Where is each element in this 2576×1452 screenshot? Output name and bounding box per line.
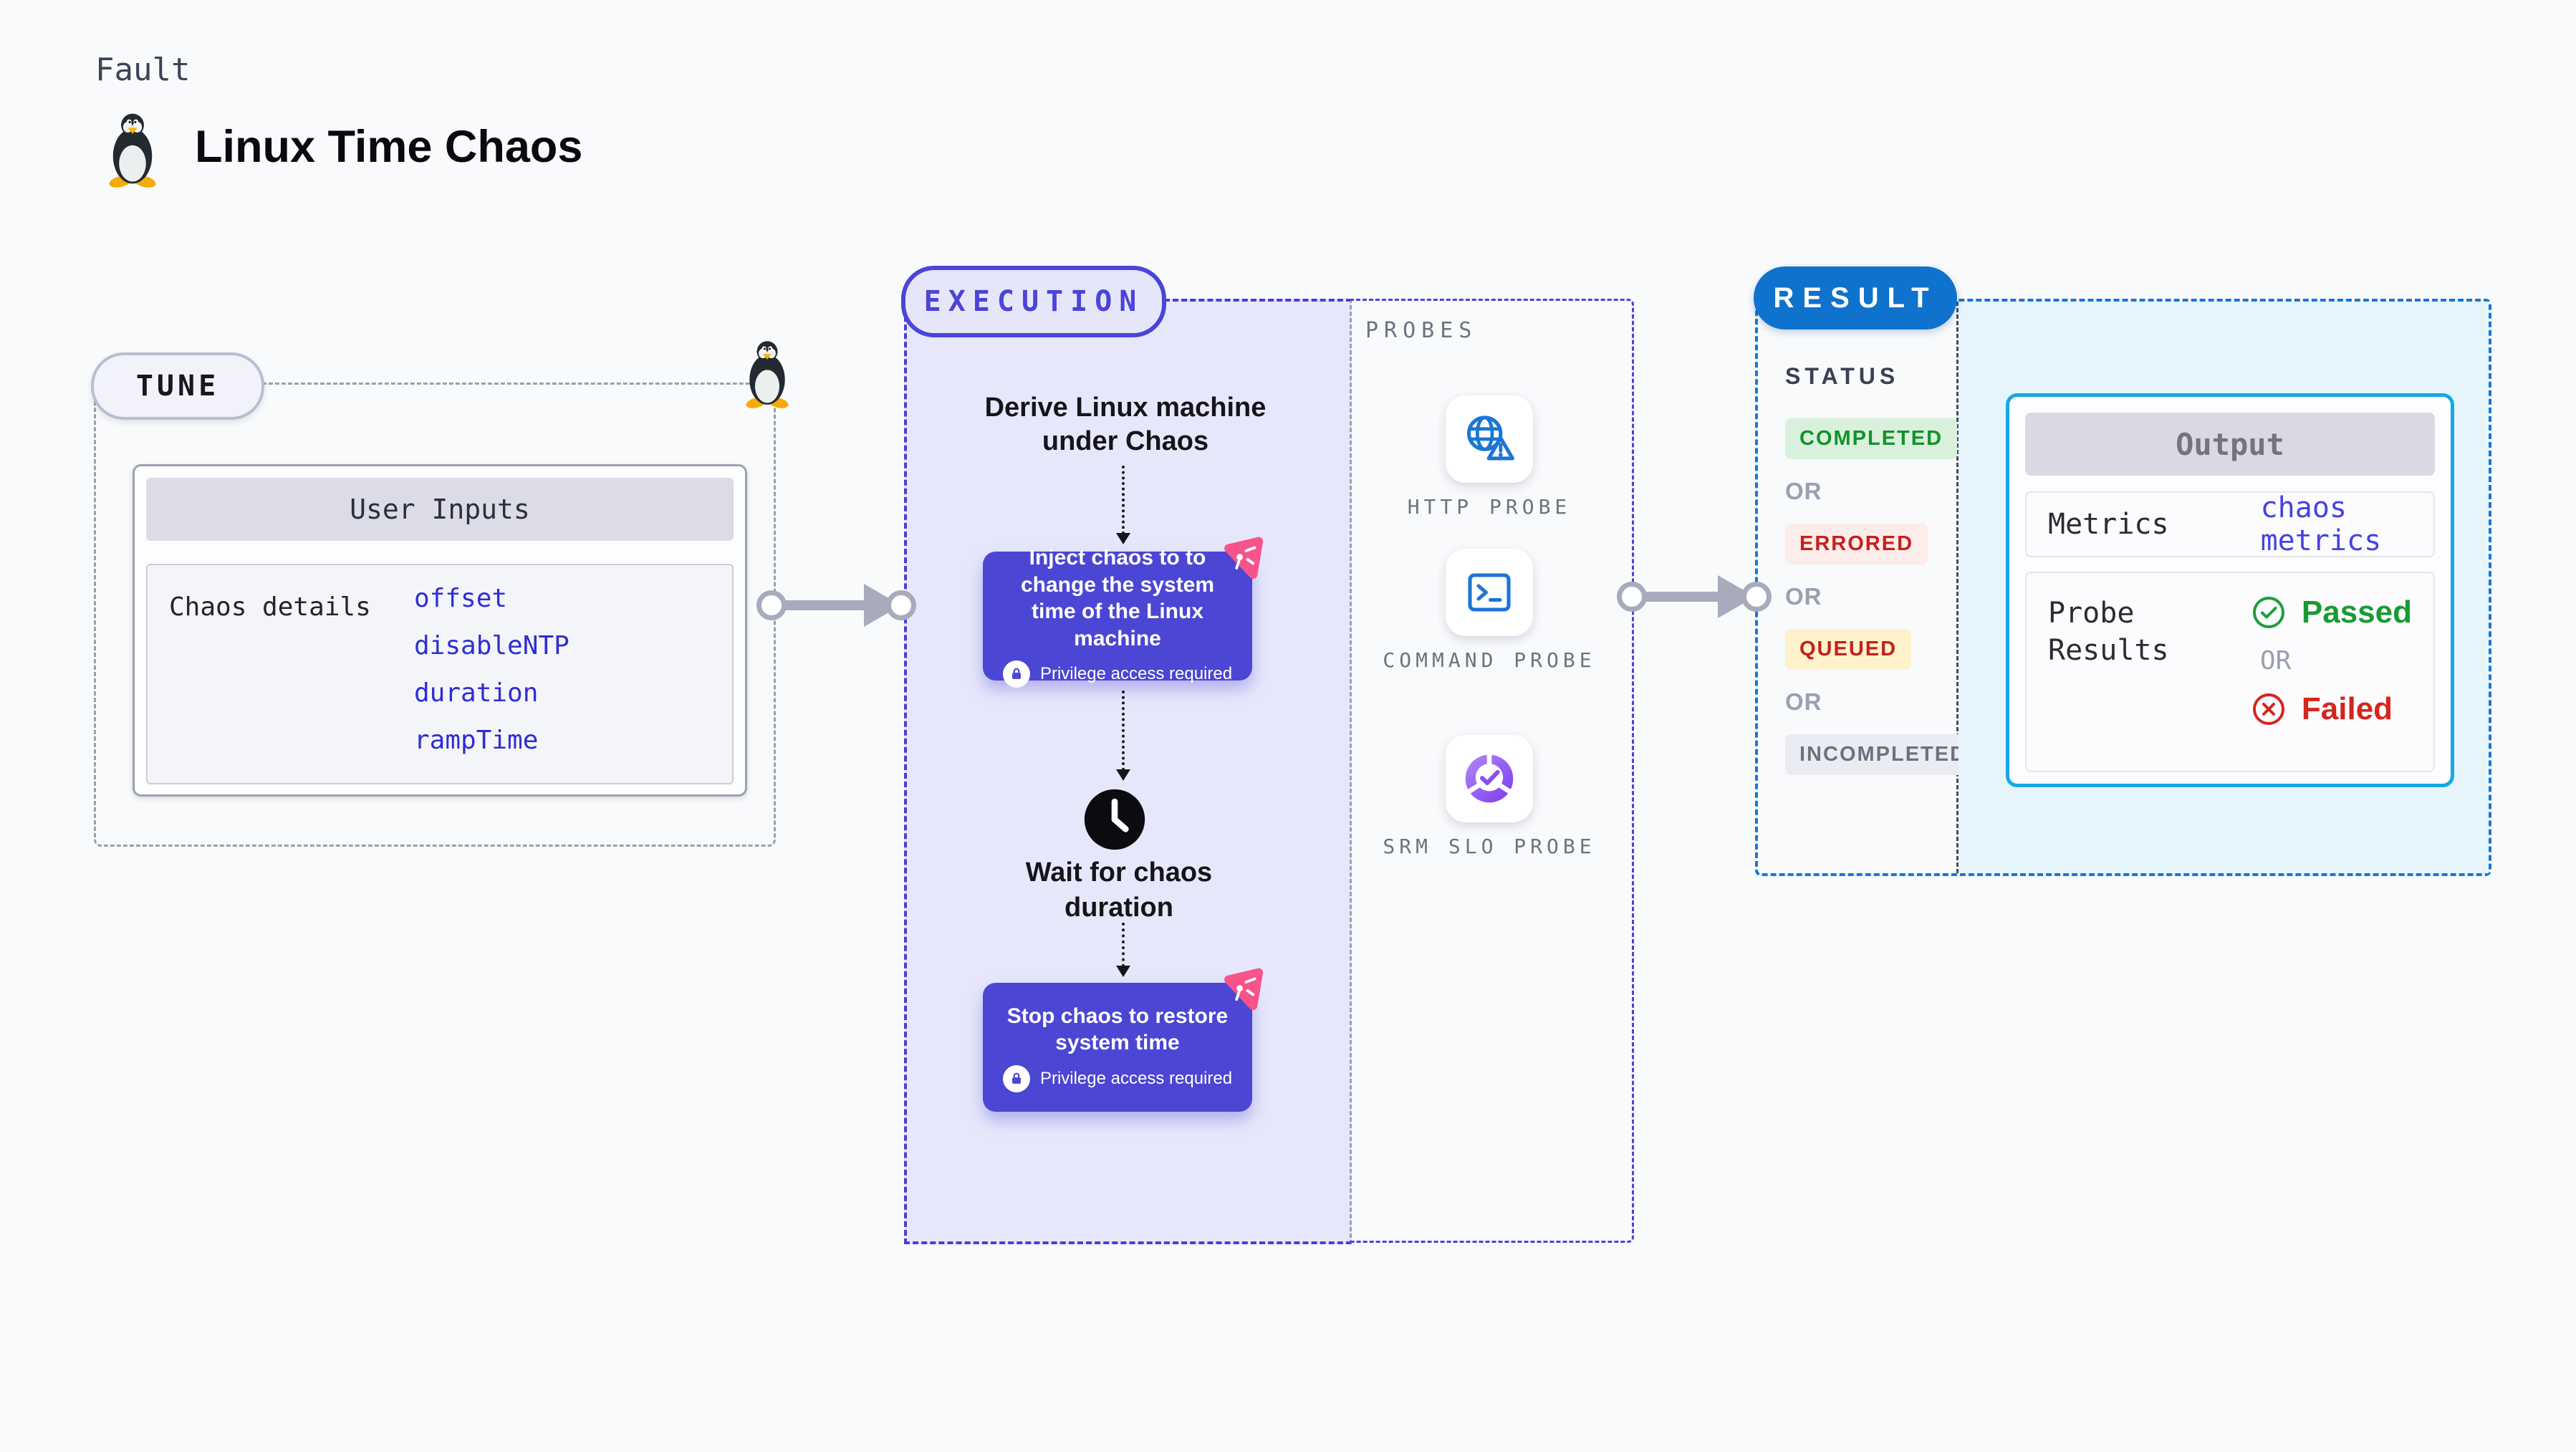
or-separator: OR	[2259, 646, 2292, 675]
chaos-inputs-list: offset disableNTP duration rampTime	[414, 581, 569, 758]
status-column: STATUS COMPLETED OR ERRORED OR QUEUED OR…	[1758, 302, 1981, 873]
failed-verdict: Failed	[2251, 691, 2412, 727]
lock-icon	[1002, 660, 1030, 688]
derive-step-text: Derive Linux machine under Chaos	[984, 393, 1267, 457]
or-separator: OR	[1785, 478, 1822, 504]
privilege-label: Privilege access required	[1039, 664, 1233, 683]
connector-dot	[886, 590, 916, 620]
connector-dot	[756, 590, 787, 620]
status-badge-errored: ERRORED	[1785, 524, 1928, 564]
passed-label: Passed	[2301, 595, 2412, 630]
connector-dot	[1741, 582, 1772, 612]
or-separator: OR	[1785, 583, 1822, 610]
chaos-details-label: Chaos details	[169, 592, 371, 622]
failed-label: Failed	[2301, 691, 2393, 726]
user-inputs-title: User Inputs	[146, 478, 734, 541]
tux-penguin-icon	[109, 113, 156, 188]
or-separator: OR	[1785, 688, 1822, 715]
status-badge-queued: QUEUED	[1785, 629, 1912, 670]
status-badge-completed: COMPLETED	[1785, 418, 1958, 459]
user-inputs-card: User Inputs Chaos details offset disable…	[133, 464, 747, 797]
passed-verdict: Passed	[2251, 595, 2412, 630]
flow-connector	[1122, 923, 1125, 967]
probe-results-row: Probe Results Passed OR Failed	[2025, 572, 2435, 772]
fault-eyebrow: Fault	[95, 52, 191, 88]
stop-chaos-text: Stop chaos to restore system time	[1006, 1004, 1229, 1055]
wait-step-text: Wait for chaos duration	[1025, 857, 1213, 923]
arrow-execution-to-result	[1632, 592, 1724, 602]
flow-connector	[1122, 466, 1125, 534]
chaos-details-row: Chaos details offset disableNTP duration…	[146, 564, 734, 784]
inject-chaos-text: Inject chaos to to change the system tim…	[1020, 546, 1215, 650]
metrics-label: Metrics	[2048, 508, 2169, 541]
probes-region	[1350, 299, 1634, 1243]
execution-badge: EXECUTION	[901, 266, 1166, 337]
arrow-tune-to-execution	[772, 600, 872, 610]
chaos-metrics-link[interactable]: chaos metrics	[2260, 491, 2382, 557]
http-probe-label: HTTP PROBE	[1407, 495, 1572, 519]
input-offset[interactable]: offset	[414, 584, 508, 613]
command-probe-label: COMMAND PROBE	[1383, 648, 1596, 672]
probe-results-label: Probe Results	[2048, 597, 2169, 667]
x-circle-icon	[2252, 693, 2284, 725]
srm-slo-probe-label: SRM SLO PROBE	[1383, 835, 1596, 858]
privilege-label: Privilege access required	[1039, 1068, 1233, 1088]
tune-badge: TUNE	[91, 352, 264, 420]
flow-arrowhead-icon	[1116, 966, 1130, 977]
status-badge-incompleted: INCOMPLETED	[1785, 734, 1981, 775]
check-circle-icon	[2252, 597, 2284, 628]
result-badge: RESULT	[1754, 266, 1957, 330]
input-disablentp[interactable]: disableNTP	[414, 631, 569, 660]
connector-dot	[1617, 582, 1647, 612]
metrics-row: Metrics chaos metrics	[2025, 491, 2435, 557]
command-probe-card	[1446, 549, 1533, 636]
output-card: Output Metrics chaos metrics Probe Resul…	[2006, 393, 2454, 787]
terminal-icon	[1468, 573, 1511, 612]
slo-donut-icon	[1465, 752, 1514, 803]
tux-penguin-icon-small	[746, 341, 789, 408]
clock-icon	[1084, 789, 1145, 850]
globe-alert-icon	[1466, 415, 1514, 461]
inject-chaos-step: Inject chaos to to change the system tim…	[983, 537, 1264, 688]
probes-heading: PROBES	[1365, 318, 1478, 343]
output-title: Output	[2025, 413, 2435, 476]
stop-chaos-step: Stop chaos to restore system time Privil…	[983, 968, 1264, 1112]
page-title: Linux Time Chaos	[195, 122, 583, 172]
lock-icon	[1002, 1064, 1030, 1092]
http-probe-card	[1446, 395, 1533, 483]
input-ramptime[interactable]: rampTime	[414, 726, 539, 755]
chaos-badge-icon	[1224, 537, 1264, 579]
flow-connector	[1122, 691, 1125, 771]
srm-slo-probe-card	[1446, 735, 1533, 822]
flow-arrowhead-icon	[1116, 769, 1130, 781]
chaos-badge-icon	[1224, 968, 1264, 1010]
status-heading: STATUS	[1785, 363, 1900, 389]
flow-arrowhead-icon	[1116, 533, 1130, 544]
input-duration[interactable]: duration	[414, 678, 539, 708]
